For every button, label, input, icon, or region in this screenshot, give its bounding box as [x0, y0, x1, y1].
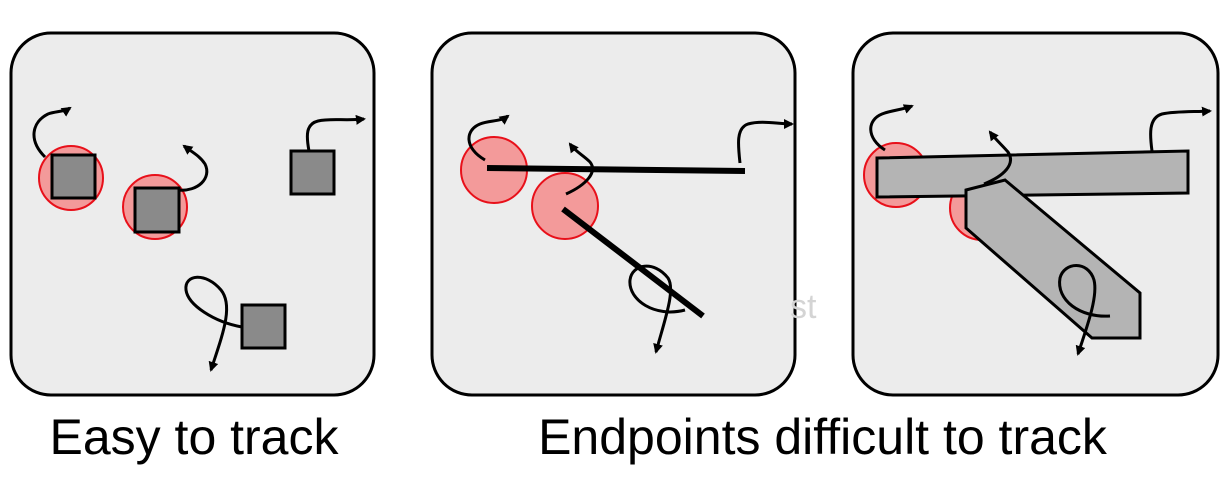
motion-arrow	[184, 275, 243, 372]
panel-background	[9, 31, 376, 397]
rod-object	[964, 178, 1142, 340]
motion-arrow	[628, 264, 686, 354]
motion-arrow	[305, 114, 366, 152]
tracked-square	[50, 153, 97, 200]
tracked-square	[289, 149, 336, 196]
rod-object	[875, 149, 1190, 199]
motion-arrow	[467, 114, 510, 162]
motion-arrow	[32, 106, 72, 159]
motion-arrow	[1058, 264, 1111, 356]
motion-arrow	[736, 118, 794, 164]
motion-arrow	[983, 130, 1012, 186]
motion-arrow	[1149, 106, 1212, 152]
panel-background	[430, 31, 797, 397]
line-segment-object	[486, 165, 746, 174]
line-segment-object	[561, 206, 705, 319]
motion-arrow	[565, 142, 594, 196]
caption-endpoints-difficult: Endpoints difficult to track	[538, 409, 1107, 465]
motion-arrow	[177, 144, 209, 192]
panel-thick-rods	[851, 31, 1220, 397]
panel-easy-to-track	[9, 31, 376, 397]
watermark-fragment: st	[790, 288, 817, 326]
panel-line-segments: st	[430, 31, 817, 397]
tracked-square	[240, 303, 287, 350]
tracked-square	[133, 186, 181, 234]
caption-easy-to-track: Easy to track	[49, 409, 339, 465]
motion-arrow	[869, 104, 914, 152]
